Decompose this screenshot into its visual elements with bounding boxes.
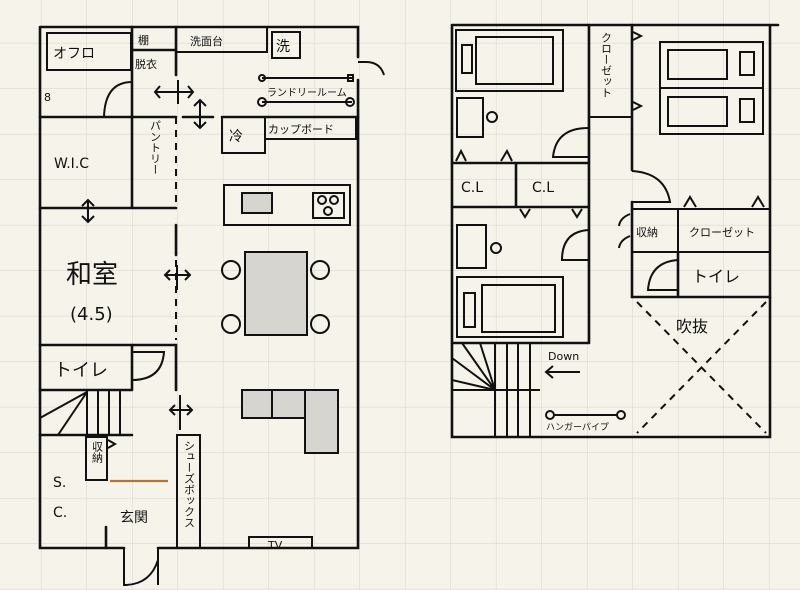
dressing-label: 脱衣 (135, 57, 157, 71)
chair (221, 314, 241, 334)
storage-2f-label: 収納 (636, 226, 658, 239)
back-door-arc (358, 61, 385, 76)
wic-label: W.I.C (54, 156, 89, 172)
chair (310, 260, 330, 280)
laundry-label: ランドリールーム (267, 87, 347, 99)
closet-1-label: クローゼット (600, 32, 613, 98)
toilet-label-1f: トイレ (54, 360, 108, 381)
arrow-hall (168, 395, 194, 430)
hanger-pipe-label: ハンガーパイプ (546, 422, 609, 433)
cupboard-label: カップボード (268, 123, 334, 136)
toilet-2f-label: トイレ (692, 267, 740, 286)
washitsu-size: (4.5) (70, 304, 113, 325)
bed-1 (455, 29, 564, 92)
bath-mark: 8 (44, 91, 51, 104)
sink (241, 192, 273, 214)
arrow-washitsu (163, 265, 192, 290)
atrium-label: 吹抜 (676, 317, 708, 336)
entrance-door (123, 548, 159, 587)
walls-row1 (38, 25, 360, 119)
kitchen-counter (223, 184, 351, 226)
wic-walls (38, 115, 178, 210)
shoebox (176, 434, 201, 549)
second-floor-plan: クローゼット C.L C.L 収納 クローゼット トイレ 吹抜 Down ハンガ… (450, 23, 780, 439)
down-label: Down (548, 350, 579, 363)
door-room3 (560, 229, 589, 261)
toilet-door (131, 351, 166, 381)
washer-label: 洗 (276, 39, 290, 55)
dining-table (244, 251, 308, 336)
bed-3 (456, 276, 564, 338)
storage-label-1f: 収納 (91, 441, 104, 464)
cupboard-box (264, 116, 357, 140)
laundry-poles (262, 77, 352, 103)
stove (312, 192, 345, 219)
closet-2-label: クローゼット (689, 226, 755, 239)
washitsu-walls (38, 223, 178, 392)
chair (310, 314, 330, 334)
door-room1 (551, 127, 589, 158)
toilet-door-2f (646, 259, 679, 291)
fridge-label: 冷 (229, 129, 243, 145)
down-arrow (544, 365, 580, 379)
shelf-label: 棚 (138, 33, 149, 47)
chair-1 (486, 111, 498, 123)
atrium-x (636, 301, 767, 434)
closet-1 (588, 24, 633, 118)
entrance-label: 玄関 (120, 509, 148, 526)
tv-stand (248, 536, 313, 549)
washitsu-label: 和室 (66, 260, 118, 290)
shoebox-label: シューズボックス (183, 440, 196, 528)
outer-walls (38, 25, 360, 550)
cl-2-label: C.L (532, 180, 554, 196)
sofa-corner (304, 389, 339, 454)
arrows-upper (81, 80, 207, 224)
stairs-1f (39, 390, 121, 436)
washer-box (271, 31, 301, 59)
chair (221, 260, 241, 280)
desk-1 (456, 97, 484, 138)
storage-box (85, 436, 108, 481)
bath-label: オフロ (53, 46, 95, 62)
sofa (241, 389, 306, 419)
bath-door (103, 81, 133, 118)
door-room2 (631, 170, 672, 203)
chair-2 (490, 242, 502, 254)
pantry-label: パントリー (149, 120, 162, 175)
closet-2 (677, 208, 771, 253)
stairs-2f (451, 342, 540, 437)
sc-label-c: C. (53, 505, 67, 521)
washbasin-counter (175, 26, 268, 53)
desk-2 (456, 224, 487, 269)
tv-label: TV (267, 539, 283, 552)
sc-label-s: S. (53, 475, 66, 491)
washbasin-label: 洗面台 (190, 34, 223, 48)
cl-1-label: C.L (461, 180, 483, 196)
first-floor-plan: オフロ 8 棚 脱衣 洗面台 洗 ランドリールーム 冷 カップボード W.I.C… (38, 25, 385, 587)
